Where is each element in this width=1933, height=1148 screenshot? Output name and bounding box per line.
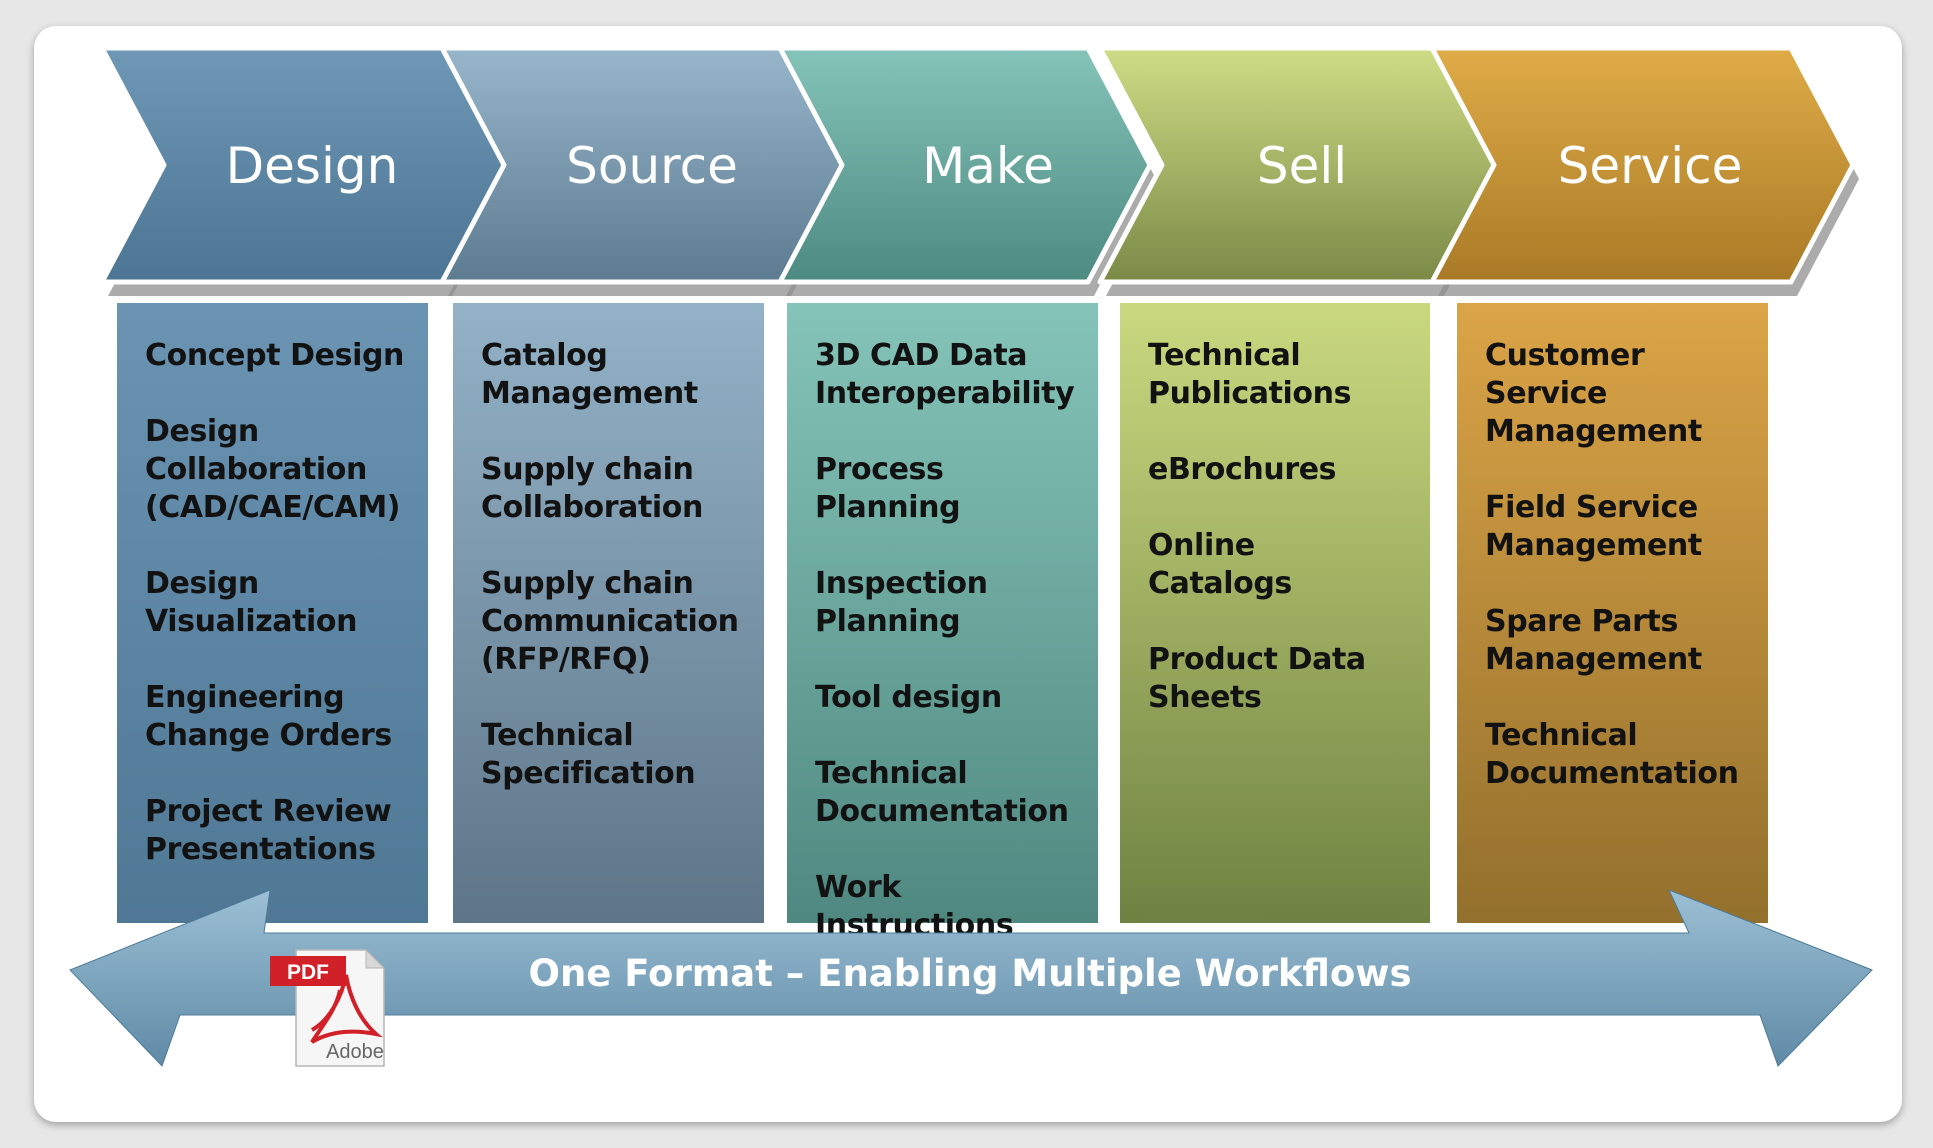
banner-text: One Format – Enabling Multiple Workflows <box>529 952 1412 995</box>
acrobat-swirl-icon <box>310 974 383 1044</box>
chevron-service: Service <box>1429 45 1859 296</box>
pdf-label: PDF <box>287 961 329 984</box>
stage-item: Concept Design <box>145 338 404 373</box>
stage-item: Inspection Planning <box>815 566 988 639</box>
stage-item: Supply chain Communication (RFP/RFQ) <box>481 566 739 677</box>
stage-item: Spare Parts Management <box>1485 604 1702 677</box>
chevron-shape <box>777 45 1153 285</box>
chevron-design: Design <box>99 45 514 296</box>
stage-item: Online Catalogs <box>1148 528 1292 601</box>
stage-label-service: Service <box>1558 137 1743 195</box>
bidirectional-arrow-banner: One Format – Enabling Multiple Workflows <box>69 889 1873 1067</box>
double-arrow-shape <box>69 889 1873 1067</box>
stage-label-design: Design <box>226 137 399 195</box>
stage-item: Technical Specification <box>481 718 696 791</box>
stage-item: Design Visualization <box>145 566 358 639</box>
stage-item: Supply chain Collaboration <box>481 452 703 525</box>
stage-label-make: Make <box>922 137 1054 195</box>
stage-item: Customer Service Management <box>1485 338 1702 449</box>
chevron-make: Make <box>777 45 1156 296</box>
stage-item: Tool design <box>815 680 1002 715</box>
stage-item: Technical Documentation <box>1485 718 1739 791</box>
stage-item: Catalog Management <box>481 338 698 411</box>
chevron-shape <box>1429 45 1856 285</box>
stage-item: 3D CAD Data Interoperability <box>815 338 1075 411</box>
stage-label-sell: Sell <box>1257 137 1347 195</box>
stage-item: eBrochures <box>1148 452 1337 487</box>
chevron-row: Design Source Make Sell Service <box>99 45 1859 296</box>
pdf-document-icon: PDF Adobe <box>270 948 386 1067</box>
stage-item: Technical Documentation <box>815 756 1069 829</box>
stage-item: Technical Publications <box>1148 338 1352 411</box>
adobe-label: Adobe <box>326 1041 384 1063</box>
stage-item: Field Service Management <box>1485 490 1702 563</box>
stage-item: Product Data Sheets <box>1148 642 1366 715</box>
stage-item: Design Collaboration (CAD/CAE/CAM) <box>145 414 401 525</box>
stage-item: Engineering Change Orders <box>145 680 392 753</box>
stage-item: Process Planning <box>815 452 961 525</box>
stage-label-source: Source <box>566 137 738 195</box>
stage-item: Project Review Presentations <box>145 794 392 867</box>
pdf-label-tab <box>270 956 346 986</box>
